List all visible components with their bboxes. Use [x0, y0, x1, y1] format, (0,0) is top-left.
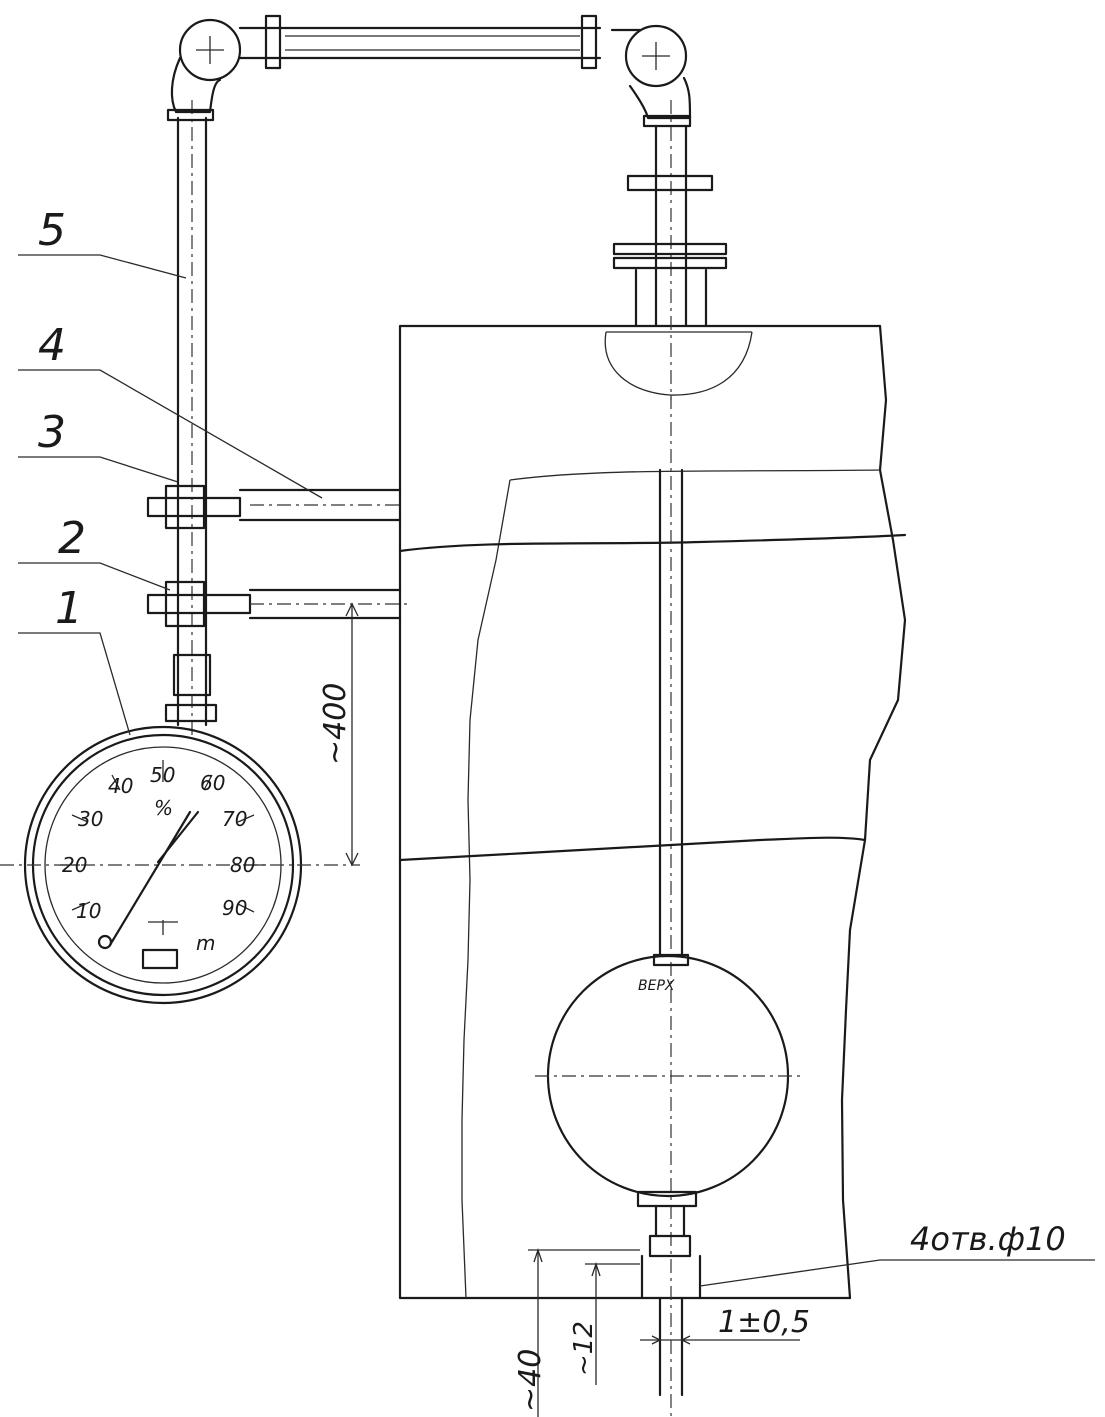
- holes-note: 4отв.ф10: [910, 1220, 1066, 1258]
- upper-pipe-loop: [166, 14, 728, 740]
- dim-gap: 1±0,5: [718, 1305, 810, 1340]
- dim-40: ~40: [513, 1349, 548, 1412]
- scale-90: 90: [222, 896, 247, 920]
- dim-400: ~400: [318, 683, 353, 765]
- callout-1: 1: [55, 583, 83, 634]
- scale-20: 20: [62, 853, 87, 877]
- callout-4: 4: [38, 320, 66, 371]
- side-connections: [146, 484, 410, 723]
- float-assembly: ВЕРХ: [535, 395, 800, 1417]
- float-label: ВЕРХ: [638, 978, 675, 994]
- tank: [398, 324, 907, 1300]
- dimensions: ~400 ~40 ~12 1±0,5 4отв.ф10: [318, 602, 1095, 1417]
- scale-30: 30: [78, 807, 103, 831]
- scale-70: 70: [222, 807, 247, 831]
- scale-10: 10: [76, 899, 101, 923]
- gauge-unit: %: [154, 796, 173, 820]
- scale-60: 60: [200, 771, 225, 795]
- scale-80: 80: [230, 853, 255, 877]
- callout-5: 5: [38, 205, 66, 256]
- gauge-window: [141, 948, 179, 970]
- scale-40: 40: [108, 774, 133, 798]
- callout-3: 3: [38, 407, 66, 458]
- level-gauge-dial: 10 20 30 40 50 60 70 80 90 % m: [0, 725, 360, 1005]
- gauge-mark: m: [196, 931, 215, 955]
- callout-2: 2: [58, 513, 86, 564]
- dim-12: ~12: [569, 1321, 599, 1376]
- scale-50: 50: [150, 763, 175, 787]
- callouts: 5 4 3 2 1: [18, 205, 323, 736]
